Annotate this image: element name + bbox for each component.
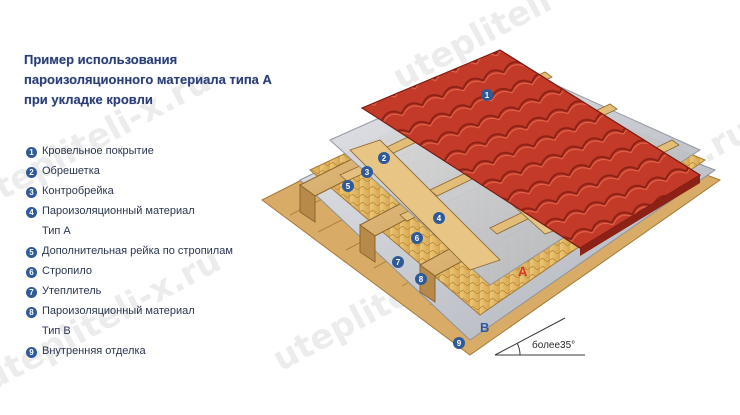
marker-3: 3 [361,166,373,178]
title-line-2: пароизоляционного материала типа А [24,72,272,87]
marker-2: 2 [378,152,390,164]
legend-label: Внутренняя отделка [42,345,146,357]
legend-item: 8 Пароизоляционный материал [26,304,286,324]
diagram-title: Пример использования пароизоляционного м… [24,50,334,110]
legend-label: Стропило [42,265,92,277]
marker-6: 6 [411,232,423,244]
slope-angle-indicator: более35° [494,317,585,356]
svg-text:6: 6 [415,234,420,243]
marker-7: 7 [392,256,404,268]
svg-text:5: 5 [346,182,351,191]
legend-marker: 1 [26,147,37,158]
legend-label: Кровельное покрытие [42,145,154,157]
film-a-letter: A [518,264,528,279]
legend-marker: 4 [26,207,37,218]
legend-marker: 9 [26,347,37,358]
marker-1: 1 [481,89,493,101]
svg-text:4: 4 [437,214,442,223]
legend-marker: 3 [26,187,37,198]
svg-text:1: 1 [485,91,490,100]
marker-5: 5 [342,180,354,192]
legend-label: Тип В [42,325,71,337]
legend-item: 6 Стропило [26,264,286,284]
legend-marker: 8 [26,307,37,318]
legend-item: 4 Пароизоляционный материал [26,204,286,224]
film-b-letter: B [480,320,489,335]
legend-marker: 2 [26,167,37,178]
layer-markers: 1 2 3 4 5 6 7 8 9 [342,89,493,349]
svg-text:7: 7 [396,258,401,267]
legend-marker: 6 [26,267,37,278]
title-line-1: Пример использования [24,52,178,67]
title-line-3: при укладке кровли [24,92,153,107]
legend-item: 1 Кровельное покрытие [26,144,286,164]
legend-item: 7 Утеплитель [26,284,286,304]
legend-item: 9 Внутренняя отделка [26,344,286,364]
svg-text:9: 9 [457,339,462,348]
angle-label: более35° [532,339,575,351]
marker-9: 9 [453,337,465,349]
legend-item: 3 Контробрейка [26,184,286,204]
layer-legend: 1 Кровельное покрытие 2 Обрешетка 3 Контроб… [26,144,286,364]
roof-tile-front-edge [580,175,700,256]
legend-marker: 7 [26,287,37,298]
legend-marker: 5 [26,247,37,258]
svg-text:2: 2 [382,154,387,163]
legend-item: 5 Дополнительная рейка по стропилам [26,244,286,264]
legend-label: Контробрейка [42,185,114,197]
legend-label: Тип А [42,225,71,237]
legend-label: Утеплитель [42,285,102,297]
marker-4: 4 [433,212,445,224]
svg-text:8: 8 [419,275,424,284]
legend-label: Пароизоляционный материал [42,205,195,217]
legend-label: Дополнительная рейка по стропилам [42,245,233,257]
legend-item-continuation: Тип А [26,224,286,244]
marker-8: 8 [415,273,427,285]
svg-text:3: 3 [365,168,370,177]
legend-item: 2 Обрешетка [26,164,286,184]
legend-label: Пароизоляционный материал [42,305,195,317]
legend-label: Обрешетка [42,165,100,177]
legend-item-continuation: Тип В [26,324,286,344]
